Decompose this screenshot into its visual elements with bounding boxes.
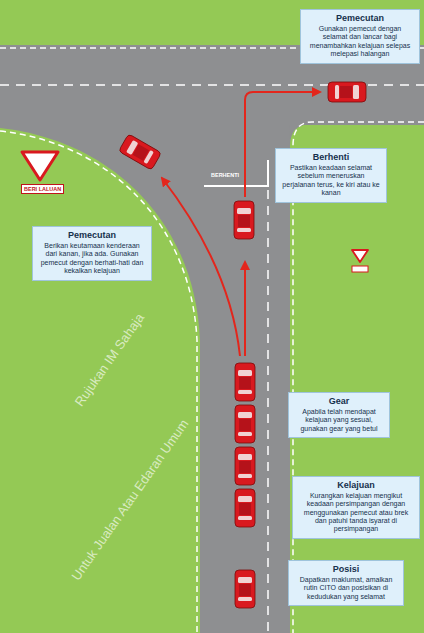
info-box: BerhentiPastikan keadaan selamat sebelum… (275, 148, 387, 203)
box-title: Gear (294, 396, 384, 407)
box-body: Dapatkan maklumat, amalkan rutin CITO da… (294, 576, 398, 601)
give-way-plate-small (352, 266, 368, 272)
box-body: Pastikan keadaan selamat sebelum menerus… (281, 164, 381, 198)
road-marking: BERHENTI (211, 172, 239, 178)
box-body: Kurangkan kelajuan mengikut keadaan pers… (298, 492, 414, 534)
info-box: GearApabila telah mendapat kelajuan yang… (288, 392, 390, 438)
box-body: Gunakan pemecut dengan selamat dan lanca… (306, 25, 414, 59)
box-body: Berikan keutamaan kenderaan dari kanan, … (38, 242, 146, 276)
box-title: Berhenti (281, 152, 381, 163)
stop-line (204, 160, 268, 187)
flared-corner (0, 124, 205, 340)
info-box: PemecutanBerikan keutamaan kenderaan dar… (32, 226, 152, 281)
sign-plate: BERI LALUAN (21, 184, 64, 194)
path-arrows (162, 92, 320, 356)
road-edges (0, 48, 424, 633)
box-title: Posisi (294, 564, 398, 575)
info-box: PosisiDapatkan maklumat, amalkan rutin C… (288, 560, 404, 606)
box-title: Kelajuan (298, 480, 414, 491)
info-box: KelajuanKurangkan kelajuan mengikut kead… (292, 476, 420, 539)
centre-lines (0, 85, 424, 633)
box-title: Pemecutan (306, 13, 414, 24)
box-body: Apabila telah mendapat kelajuan yang ses… (294, 408, 384, 433)
box-title: Pemecutan (38, 230, 146, 241)
info-box: PemecutanGunakan pemecut dengan selamat … (300, 9, 420, 64)
give-way-sign (22, 152, 58, 180)
give-way-sign-small (352, 250, 368, 262)
